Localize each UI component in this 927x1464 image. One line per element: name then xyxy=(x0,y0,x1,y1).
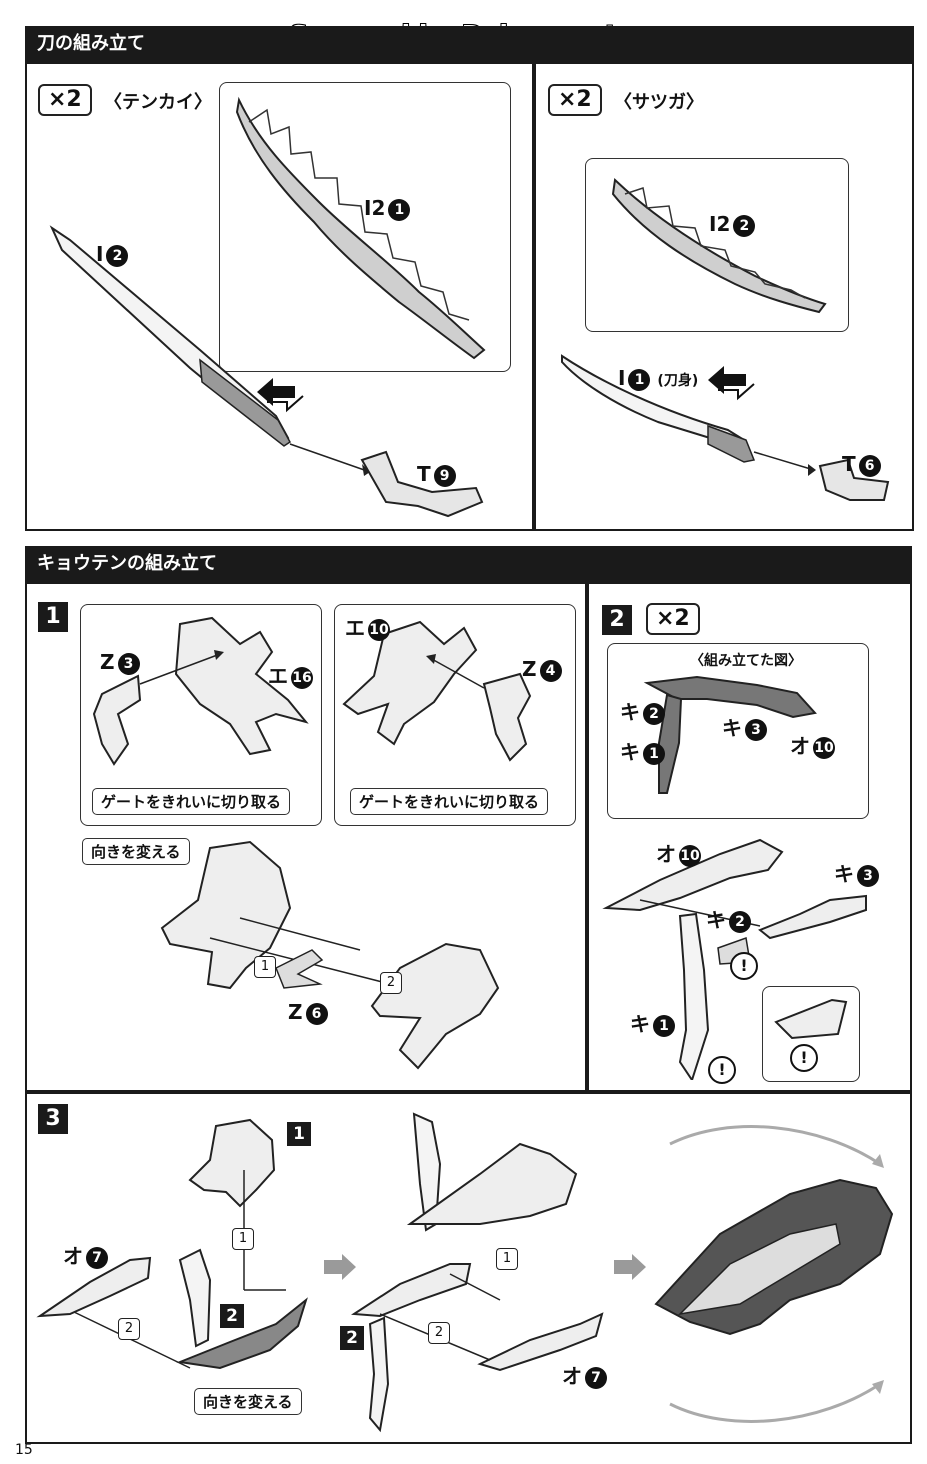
order-marker-2: 2 xyxy=(428,1322,450,1344)
variant-label-tenkai: 〈テンカイ〉 xyxy=(104,92,212,113)
caution-icon: ! xyxy=(790,1044,818,1072)
order-marker-1: 1 xyxy=(232,1228,254,1250)
multiplier-badge: ×2 xyxy=(646,603,700,635)
assembled-view-title: 〈組み立てた図〉 xyxy=(690,653,802,669)
section-title-kyouten: キョウテンの組み立て xyxy=(37,553,217,574)
page-number: 15 xyxy=(15,1442,33,1458)
note-gate-left: ゲートをきれいに切り取る xyxy=(92,788,291,815)
step-number-1: 1 xyxy=(38,602,68,632)
step-number-2: 2 xyxy=(602,605,632,635)
detail-box-flame xyxy=(219,82,511,372)
order-marker-2: 2 xyxy=(118,1318,140,1340)
swap-arrow-icon xyxy=(708,366,755,401)
sub-step-marker-2: 2 xyxy=(340,1326,364,1350)
assembled-wing-sketch xyxy=(643,675,817,794)
note-turn: 向きを変える xyxy=(194,1388,302,1415)
blade-sketch-tenkai xyxy=(49,225,484,518)
section-header-kyouten: キョウテンの組み立て xyxy=(25,546,912,582)
wing-parts-sketch-right xyxy=(342,620,532,762)
step1-assembly-sketch xyxy=(160,840,500,1070)
caution-icon: ! xyxy=(708,1056,736,1084)
assembled-view-box xyxy=(607,643,869,819)
wing-parts-sketch-left xyxy=(92,616,309,766)
sub-step-marker-2: 2 xyxy=(220,1304,244,1328)
caution-part-sketch xyxy=(774,998,848,1040)
step3-assembly-sketch-a xyxy=(36,1118,308,1370)
step3-assembly-sketch-b xyxy=(350,1112,604,1433)
note-turn: 向きを変える xyxy=(82,838,190,865)
section-header-sword: 刀の組み立て xyxy=(25,26,914,62)
swap-arrow-icon xyxy=(257,378,304,413)
blade-sketch-satsuga xyxy=(561,354,890,501)
flame-effect-sketch xyxy=(235,96,486,360)
caution-icon: ! xyxy=(730,952,758,980)
next-arrow-icon xyxy=(324,1254,356,1280)
section-title-sword: 刀の組み立て xyxy=(37,33,145,54)
step-number-3: 3 xyxy=(38,1104,68,1134)
order-marker-2: 2 xyxy=(380,972,402,994)
variant-label-satsuga: 〈サツガ〉 xyxy=(614,92,704,113)
sub-step-marker-1: 1 xyxy=(287,1122,311,1146)
next-arrow-icon xyxy=(614,1254,646,1280)
multiplier-badge: ×2 xyxy=(548,84,602,116)
note-gate-right: ゲートをきれいに切り取る xyxy=(350,788,549,815)
step2-assembly-sketch xyxy=(602,838,867,1080)
flame-effect-sketch xyxy=(611,177,827,314)
order-marker-1: 1 xyxy=(496,1248,518,1270)
completed-wing-sketch xyxy=(654,1125,894,1423)
order-marker-1: 1 xyxy=(254,956,276,978)
multiplier-badge: ×2 xyxy=(38,84,92,116)
